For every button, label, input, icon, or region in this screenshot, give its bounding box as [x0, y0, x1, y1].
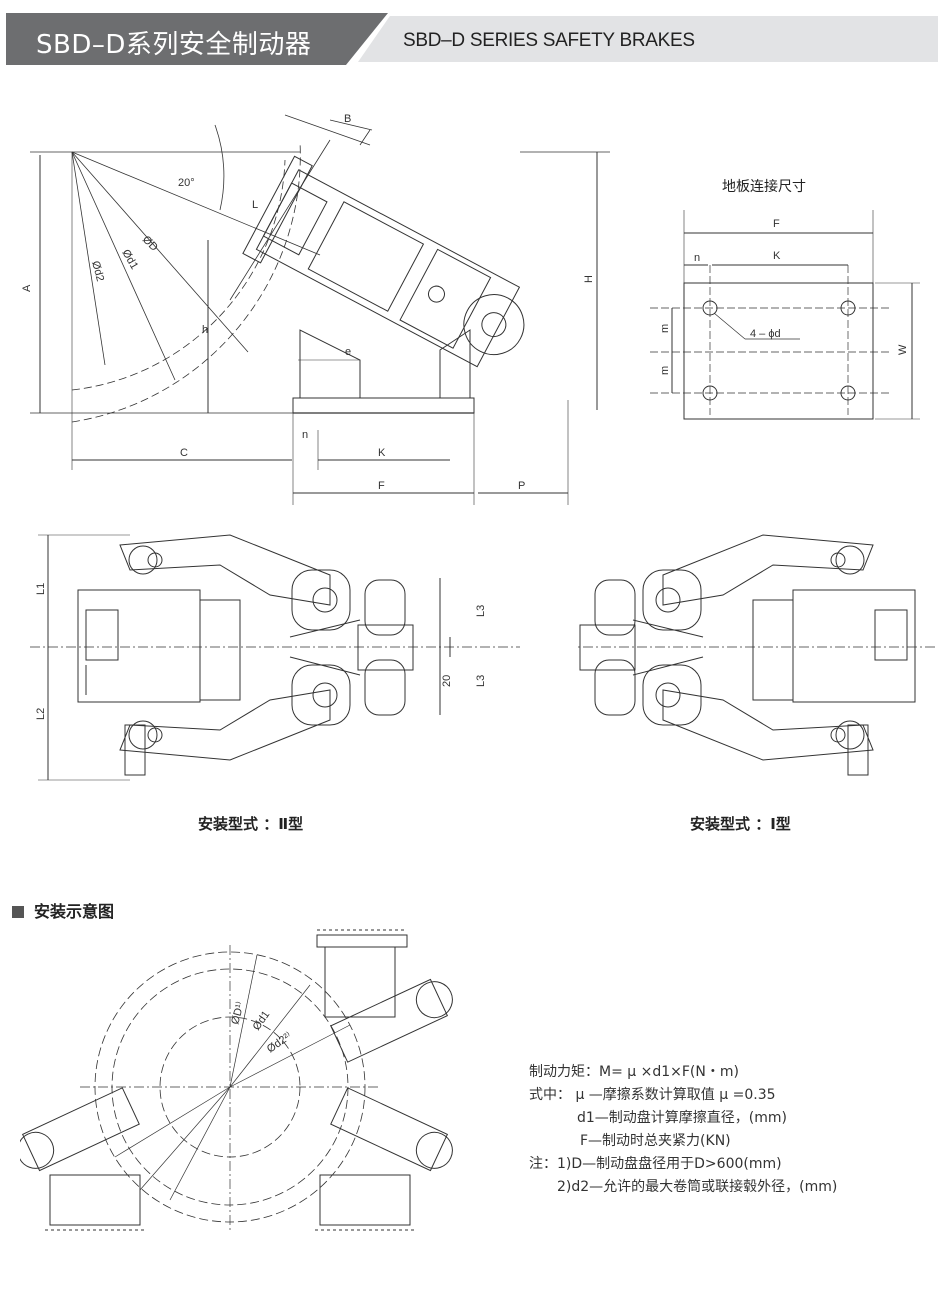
formula-line-1: 制动力矩：M= μ ×d1×F(N・m)	[529, 1064, 739, 1080]
section-title-text: 安装示意图	[34, 902, 115, 921]
bp-label-m1: m	[659, 324, 671, 333]
formula-line-5: 注：1)D—制动盘盘径用于D>600(mm)	[529, 1156, 782, 1172]
base-plate-title: 地板连接尺寸	[722, 179, 806, 195]
formula-line-6: 2)d2—允许的最大卷筒或联接毂外径，(mm)	[557, 1179, 838, 1195]
side-view-drawing: B L 20° ØD Ød1 Ød2 A h H e C n K F P	[21, 113, 610, 505]
label-e: e	[345, 346, 351, 358]
type-ii-drawing: L1 L2 L3 L3 20	[30, 534, 520, 781]
t2-label-L2: L2	[35, 708, 47, 720]
header-banner-dark	[6, 13, 388, 65]
section-title: 安装示意图	[12, 898, 114, 922]
page-title-cn: SBD–D系列安全制动器	[36, 30, 312, 60]
bp-label-n: n	[694, 252, 700, 264]
formula-line-2: 式中： μ —摩擦系数计算取值 μ =0.35	[529, 1087, 776, 1103]
bp-label-m2: m	[659, 366, 671, 375]
install-label-d2: Ød2²⁾	[265, 1030, 294, 1056]
install-label-D: ØD¹⁾	[229, 1000, 247, 1025]
label-d2: Ød2	[89, 260, 106, 283]
label-A: A	[21, 284, 33, 292]
label-L: L	[252, 199, 258, 211]
base-plate-drawing: F K n m m 4 – ϕd W	[650, 210, 920, 420]
formula-line-3: d1—制动盘计算摩擦直径，(mm)	[577, 1110, 787, 1126]
formula-line-4: F—制动时总夹紧力(KN)	[580, 1133, 731, 1149]
bp-label-K: K	[773, 250, 781, 262]
caption-type-i: 安装型式 ：Ⅰ型	[690, 815, 791, 833]
label-h: h	[202, 324, 208, 336]
t2-label-gap: 20	[441, 675, 453, 687]
label-n: n	[302, 429, 308, 441]
header-banner-light	[358, 16, 938, 62]
section-marker-icon	[12, 906, 24, 918]
caption-type-ii: 安装型式 ：Ⅱ型	[198, 815, 304, 833]
label-P: P	[518, 480, 525, 492]
label-B: B	[344, 113, 351, 125]
install-diagram: ØD¹⁾ Ød1 Ød2²⁾	[20, 929, 453, 1231]
t2-label-L1: L1	[35, 583, 47, 595]
label-D: ØD	[140, 234, 160, 254]
bp-label-W: W	[897, 344, 909, 355]
label-H: H	[583, 275, 595, 283]
label-d1: Ød1	[119, 248, 140, 272]
t2-label-L3a: L3	[475, 605, 487, 617]
label-angle: 20°	[178, 177, 195, 189]
type-i-drawing	[575, 534, 935, 776]
t2-label-L3b: L3	[475, 675, 487, 687]
bp-label-hole: 4 – ϕd	[750, 328, 781, 340]
label-C: C	[180, 447, 188, 459]
label-K: K	[378, 447, 386, 459]
page-title-en: SBD–D SERIES SAFETY BRAKES	[403, 30, 695, 51]
bp-label-F: F	[773, 218, 780, 230]
label-F: F	[378, 480, 385, 492]
